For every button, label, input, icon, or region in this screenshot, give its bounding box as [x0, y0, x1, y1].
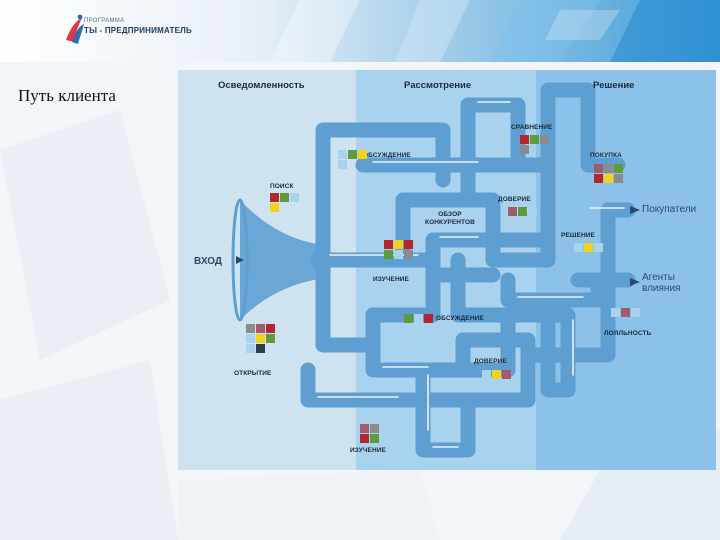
- squares-discussion-mid: [404, 314, 433, 323]
- label-loyalty: ЛОЯЛЬНОСТЬ: [604, 330, 652, 337]
- squares-trust-top: [508, 207, 537, 216]
- entry-arrow-icon: [236, 256, 244, 264]
- decision-zone: [536, 70, 716, 470]
- label-trust-top: ДОВЕРИЕ: [498, 196, 531, 203]
- agents-arrow-icon: [630, 278, 640, 286]
- label-decision: РЕШЕНИЕ: [561, 232, 595, 239]
- entry-label: ВХОД: [194, 256, 223, 267]
- label-search: ПОИСК: [270, 183, 294, 190]
- pipe-bottom-loop: [300, 332, 536, 408]
- label-competitors: ОБЗОР КОНКУРЕНТОВ: [425, 211, 475, 226]
- influencers-label: Агенты влияния: [642, 272, 681, 294]
- squares-discovery: [246, 324, 275, 353]
- squares-study-bottom: [360, 424, 389, 443]
- logo-caption: ПРОГРАММА: [84, 18, 125, 24]
- pipe-top-left: [315, 122, 451, 268]
- squares-purchase: [594, 164, 623, 183]
- column-header-awareness: Осведомленность: [218, 80, 305, 91]
- squares-comparison: [520, 135, 549, 154]
- pipe-center-cross: [425, 232, 556, 268]
- label-study-mid: ИЗУЧЕНИЕ: [373, 276, 409, 283]
- column-header-decision: Решение: [593, 80, 635, 91]
- buyers-arrow-icon: [630, 206, 640, 214]
- label-discovery: ОТКРЫТИЕ: [234, 370, 272, 377]
- label-comparison: СРАВНЕНИЕ: [511, 124, 553, 131]
- label-trust-bottom: ДОВЕРИЕ: [474, 358, 507, 365]
- label-purchase: ПОКУПКА: [590, 152, 622, 159]
- customer-journey-diagram: Осведомленность Рассмотрение Решение ВХО…: [178, 70, 716, 470]
- squares-trust-bottom: [482, 370, 511, 379]
- squares-decision: [574, 243, 603, 252]
- buyers-label: Покупатели: [642, 204, 697, 215]
- pipe-lower-right: [500, 307, 576, 398]
- squares-loyalty: [611, 308, 640, 317]
- label-discussion-top: ОБСУЖДЕНИЕ: [363, 152, 411, 159]
- squares-discussion-top: [338, 150, 367, 169]
- squares-search: [270, 193, 299, 212]
- squares-study-mid: [384, 240, 413, 259]
- label-discussion-mid: ОБСУЖДЕНИЕ: [436, 315, 484, 322]
- funnel-mouth: [231, 198, 249, 322]
- logo-icon: [66, 14, 84, 44]
- logo-title: ТЫ - ПРЕДПРИНИМАТЕЛЬ: [84, 26, 192, 35]
- pipe-top-center: [460, 97, 526, 208]
- column-header-consideration: Рассмотрение: [404, 80, 472, 91]
- slide-title: Путь клиента: [18, 86, 116, 105]
- entry-funnel: [240, 200, 324, 320]
- label-study-bottom: ИЗУЧЕНИЕ: [350, 447, 386, 454]
- diagram-graphics: [178, 70, 716, 470]
- pipe-bottom-drop: [415, 362, 476, 458]
